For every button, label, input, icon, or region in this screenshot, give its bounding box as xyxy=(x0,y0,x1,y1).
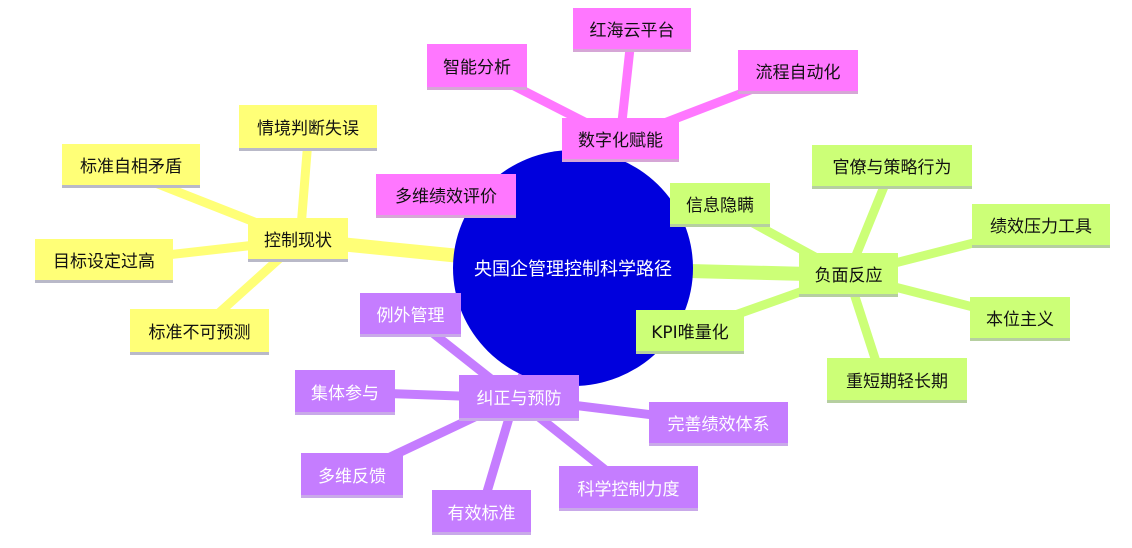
branch-correction-prevention[interactable]: 纠正与预防 xyxy=(459,375,579,421)
node-smart-analysis[interactable]: 智能分析 xyxy=(427,44,527,90)
node-multidim-feedback[interactable]: 多维反馈 xyxy=(301,453,403,498)
branch-control-status[interactable]: 控制现状 xyxy=(248,218,348,262)
node-self-contradiction[interactable]: 标准自相矛盾 xyxy=(62,144,200,188)
node-info-concealment[interactable]: 信息隐瞒 xyxy=(670,183,770,227)
node-unpredictable-standard[interactable]: 标准不可预测 xyxy=(130,309,269,355)
node-exception-management[interactable]: 例外管理 xyxy=(360,293,461,337)
node-short-term-focus[interactable]: 重短期轻长期 xyxy=(827,358,967,403)
node-performance-pressure[interactable]: 绩效压力工具 xyxy=(972,204,1110,248)
node-improve-performance-system[interactable]: 完善绩效体系 xyxy=(649,402,788,446)
node-redsea-cloud[interactable]: 红海云平台 xyxy=(573,8,691,52)
node-collective-participation[interactable]: 集体参与 xyxy=(295,370,395,415)
node-kpi-quantification[interactable]: KPI唯量化 xyxy=(636,310,744,354)
node-departmentalism[interactable]: 本位主义 xyxy=(970,297,1070,341)
branch-negative-reactions[interactable]: 负面反应 xyxy=(799,253,898,297)
node-process-automation[interactable]: 流程自动化 xyxy=(738,50,858,94)
node-effective-standards[interactable]: 有效标准 xyxy=(432,490,531,535)
node-target-too-high[interactable]: 目标设定过高 xyxy=(35,239,173,283)
node-situation-misjudgment[interactable]: 情境判断失误 xyxy=(239,105,377,151)
node-bureaucratic-behavior[interactable]: 官僚与策略行为 xyxy=(812,145,972,189)
branch-digital-empowerment[interactable]: 数字化赋能 xyxy=(562,118,679,162)
node-scientific-control-strength[interactable]: 科学控制力度 xyxy=(559,466,698,511)
node-multidim-evaluation[interactable]: 多维绩效评价 xyxy=(376,174,516,218)
